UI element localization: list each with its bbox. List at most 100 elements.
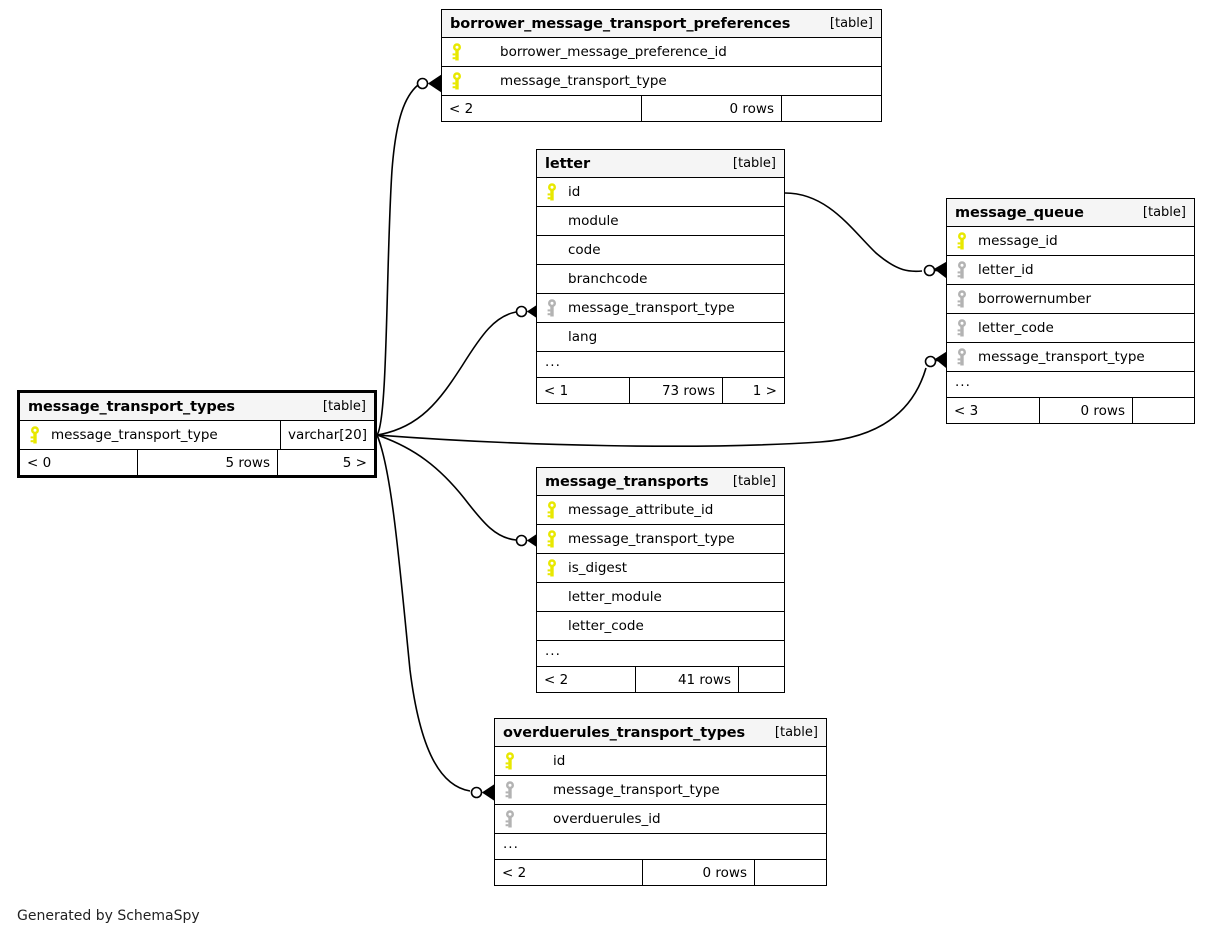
column-row[interactable]: letter_id xyxy=(947,256,1194,285)
ellipsis-text: ... xyxy=(545,643,561,659)
footer-row-count: 0 rows xyxy=(642,860,754,885)
column-row[interactable]: message_transport_type xyxy=(947,343,1194,372)
table-message-transports[interactable]: message_transports [table] message_attri… xyxy=(536,467,785,693)
column-row[interactable]: letter_code xyxy=(537,612,784,641)
column-row[interactable]: message_transport_type xyxy=(442,67,881,96)
footer-parent-count[interactable]: < 2 xyxy=(449,100,474,117)
column-name: branchcode xyxy=(568,271,648,287)
column-name: borrower_message_preference_id xyxy=(500,44,727,60)
edge-mtt-to-overduerules xyxy=(376,434,496,802)
foreign-key-icon xyxy=(503,810,517,828)
table-letter[interactable]: letter [table] id module code bra xyxy=(536,149,785,404)
column-row[interactable]: id xyxy=(537,178,784,207)
primary-key-icon xyxy=(503,752,517,770)
column-row[interactable]: letter_module xyxy=(537,583,784,612)
footer-child-count[interactable] xyxy=(781,96,881,121)
column-name: letter_module xyxy=(568,589,662,605)
table-header: message_transports [table] xyxy=(537,468,784,496)
column-name: message_transport_type xyxy=(500,73,667,89)
column-row[interactable]: message_transport_type varchar[20] xyxy=(20,421,374,450)
column-row[interactable]: is_digest xyxy=(537,554,784,583)
column-name: module xyxy=(568,213,619,229)
column-name: lang xyxy=(568,329,598,345)
foreign-key-icon xyxy=(545,299,559,317)
table-borrower-message-transport-preferences[interactable]: borrower_message_transport_preferences [… xyxy=(441,9,882,122)
column-row[interactable]: id xyxy=(495,747,826,776)
primary-key-icon xyxy=(450,72,464,90)
column-datatype: varchar[20] xyxy=(279,421,374,449)
column-row[interactable]: code xyxy=(537,236,784,265)
edge-mtt-to-borrower-prefs xyxy=(376,74,442,436)
column-row[interactable]: message_attribute_id xyxy=(537,496,784,525)
footer-parent-count[interactable]: < 0 xyxy=(27,454,52,471)
column-name: message_attribute_id xyxy=(568,502,714,518)
edge-mtt-to-letter xyxy=(376,302,541,436)
table-header: letter [table] xyxy=(537,150,784,178)
primary-key-icon xyxy=(545,559,559,577)
footer-child-count[interactable] xyxy=(1132,398,1194,423)
table-title: letter xyxy=(545,155,591,172)
table-footer: < 2 41 rows xyxy=(537,667,784,692)
column-row[interactable]: message_transport_type xyxy=(537,525,784,554)
table-message-transport-types[interactable]: message_transport_types [table] message_… xyxy=(17,390,377,478)
column-row[interactable]: letter_code xyxy=(947,314,1194,343)
column-row[interactable]: module xyxy=(537,207,784,236)
footer-child-count[interactable] xyxy=(738,667,784,692)
column-name: message_transport_type xyxy=(978,349,1145,365)
table-overduerules-transport-types[interactable]: overduerules_transport_types [table] id xyxy=(494,718,827,886)
column-name: letter_code xyxy=(568,618,644,634)
column-row[interactable]: message_transport_type xyxy=(537,294,784,323)
column-name: code xyxy=(568,242,601,258)
foreign-key-icon xyxy=(955,290,969,308)
column-row[interactable]: message_transport_type xyxy=(495,776,826,805)
footer-parent-count[interactable]: < 2 xyxy=(502,864,527,881)
column-name: message_id xyxy=(978,233,1058,249)
column-row[interactable]: borrowernumber xyxy=(947,285,1194,314)
footer-child-count[interactable]: 1 > xyxy=(722,378,784,403)
generator-credit: Generated by SchemaSpy xyxy=(17,908,200,924)
footer-row-count: 5 rows xyxy=(137,450,277,475)
footer-row-count: 0 rows xyxy=(1039,398,1132,423)
table-footer: < 2 0 rows xyxy=(442,96,881,121)
table-message-queue[interactable]: message_queue [table] message_id xyxy=(946,198,1195,424)
footer-parent-count[interactable]: < 3 xyxy=(954,402,979,419)
column-row[interactable]: branchcode xyxy=(537,265,784,294)
table-footer: < 2 0 rows xyxy=(495,860,826,885)
primary-key-icon xyxy=(545,183,559,201)
edge-letter-to-message-queue xyxy=(784,192,948,280)
column-row[interactable]: lang xyxy=(537,323,784,352)
ellipsis-text: ... xyxy=(955,374,971,390)
more-columns-ellipsis: ... xyxy=(947,372,1194,398)
primary-key-icon xyxy=(450,43,464,61)
table-title: borrower_message_transport_preferences xyxy=(450,15,791,32)
footer-row-count: 0 rows xyxy=(641,96,781,121)
table-title: overduerules_transport_types xyxy=(503,724,746,741)
footer-parent-count[interactable]: < 1 xyxy=(544,382,569,399)
primary-key-icon xyxy=(955,232,969,250)
footer-parent-count[interactable]: < 2 xyxy=(544,671,569,688)
column-row[interactable]: message_id xyxy=(947,227,1194,256)
foreign-key-icon xyxy=(503,781,517,799)
table-footer: < 3 0 rows xyxy=(947,398,1194,423)
table-type-tag: [table] xyxy=(732,474,776,489)
column-name: letter_id xyxy=(978,262,1034,278)
ellipsis-text: ... xyxy=(545,354,561,370)
table-header: message_transport_types [table] xyxy=(20,393,374,421)
column-row[interactable]: borrower_message_preference_id xyxy=(442,38,881,67)
primary-key-icon xyxy=(545,501,559,519)
column-row[interactable]: overduerules_id xyxy=(495,805,826,834)
footer-row-count: 41 rows xyxy=(635,667,738,692)
table-type-tag: [table] xyxy=(774,725,818,740)
table-type-tag: [table] xyxy=(1142,205,1186,220)
foreign-key-icon xyxy=(955,261,969,279)
footer-child-count[interactable]: 5 > xyxy=(277,450,374,475)
column-name: letter_code xyxy=(978,320,1054,336)
column-name: is_digest xyxy=(568,560,628,576)
column-name: message_transport_type xyxy=(568,300,735,316)
footer-child-count[interactable] xyxy=(754,860,826,885)
table-title: message_queue xyxy=(955,204,1084,221)
edge-mtt-to-message-transports xyxy=(376,434,541,550)
more-columns-ellipsis: ... xyxy=(537,352,784,378)
more-columns-ellipsis: ... xyxy=(537,641,784,667)
